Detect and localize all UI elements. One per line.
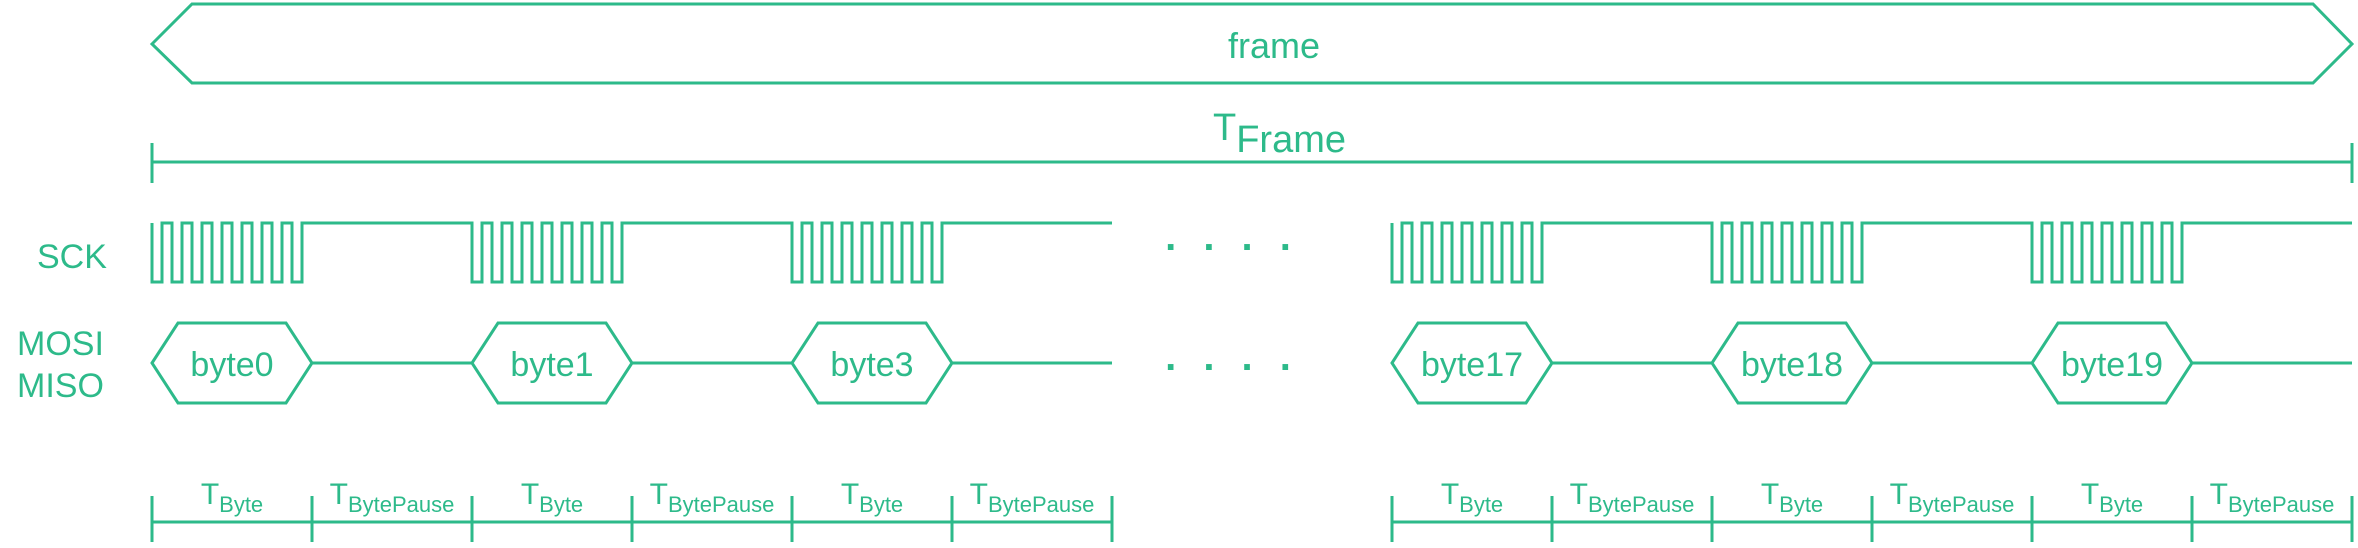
frame-arrow-box: [149, 2, 2355, 85]
sck-label: SCK: [37, 238, 107, 276]
byte-label-2: byte3: [830, 346, 913, 384]
timing-label: TByte: [201, 478, 263, 517]
timing-label: TBytePause: [970, 478, 1095, 517]
frame-label: frame: [1228, 25, 1320, 66]
timing-label: TBytePause: [1570, 478, 1695, 517]
timing-label: TBytePause: [1890, 478, 2015, 517]
frame-period-main: T: [1213, 107, 1236, 149]
timing-row-right: [1390, 496, 2354, 542]
timing-label: TByte: [2081, 478, 2143, 517]
byte-label-4: byte18: [1741, 346, 1843, 384]
miso-label: MISO: [17, 367, 104, 405]
timing-label: TByte: [841, 478, 903, 517]
timing-label: TByte: [521, 478, 583, 517]
timing-label: TBytePause: [650, 478, 775, 517]
timing-row-left: [150, 496, 1114, 542]
byte-label-5: byte19: [2061, 346, 2163, 384]
ellipsis-data: . . . .: [1165, 335, 1299, 379]
timing-label: TBytePause: [2210, 478, 2335, 517]
ellipsis-sck: . . . .: [1165, 215, 1299, 259]
sck-waveform-right: [1390, 221, 2352, 284]
byte-label-3: byte17: [1421, 346, 1523, 384]
timing-label: TBytePause: [330, 478, 455, 517]
sck-waveform-left: [150, 221, 1112, 284]
timing-label: TByte: [1761, 478, 1823, 517]
frame-period-sub: Frame: [1236, 119, 1346, 161]
frame-period-label: TFrame: [1213, 107, 1346, 161]
byte-label-1: byte1: [510, 346, 593, 384]
timing-label: TByte: [1441, 478, 1503, 517]
byte-label-0: byte0: [190, 346, 273, 384]
mosi-label: MOSI: [17, 325, 104, 363]
